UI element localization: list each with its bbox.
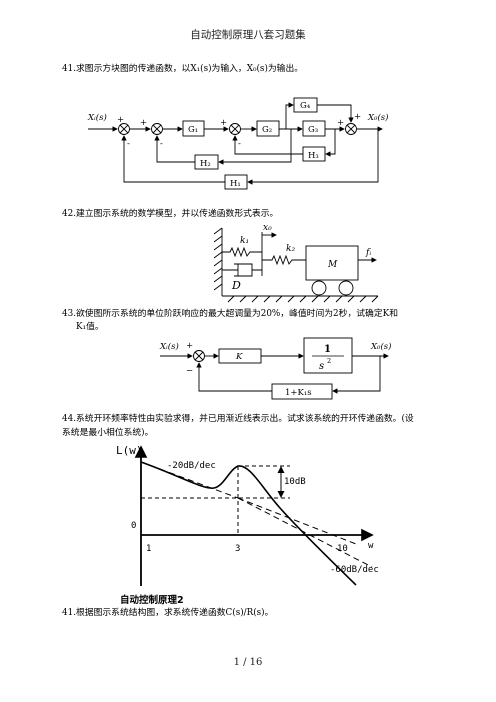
label-g4: G₄: [300, 101, 311, 111]
bode-peak: 10dB: [284, 477, 306, 487]
label-gain-k: K: [235, 352, 243, 362]
label-g2: G₂: [262, 125, 272, 135]
summing-junction-2: [151, 123, 163, 135]
mass-block: [305, 245, 359, 281]
label-x0: x₀: [263, 223, 272, 233]
plant-denominator: s: [319, 361, 324, 372]
sign-minus-2: -: [160, 139, 163, 149]
damper-d: [222, 263, 262, 277]
question-43-line2: K₁值。: [76, 322, 104, 332]
block-g3: [302, 120, 326, 137]
bode-slope1: -20dB/dec: [167, 461, 216, 471]
label-h3: H₃: [308, 151, 319, 161]
wheel-right: [338, 280, 354, 296]
diagram3-input-label: Xᵢ(s): [159, 341, 179, 352]
sign-plus-1: +: [117, 115, 124, 125]
tick-0: 0: [131, 521, 136, 531]
block-feedback: [271, 383, 333, 400]
diagram1-input-label: Xᵢ(s): [87, 112, 107, 123]
label-g3: G₃: [308, 125, 318, 135]
label-k1: k₁: [240, 236, 249, 246]
wheel-left: [311, 280, 327, 296]
question-42: 42.建立图示系统的数学模型，并以传递函数形式表示。: [62, 209, 279, 219]
sign-plus-5: +: [354, 112, 361, 122]
label-g1: G₁: [188, 125, 198, 135]
summing-junction-1: [118, 123, 130, 135]
label-damper: D: [231, 279, 241, 292]
asymptote-minus60: [237, 497, 373, 568]
spring-k2: [262, 254, 306, 266]
sign-plus-2: +: [140, 118, 147, 128]
question-41a: 41.求图示方块图的传递函数，以X₁(s)为输入，X₀(s)为输出。: [62, 64, 304, 74]
question-44-line1: 44.系统开环频率特性由实验求得，并已用渐近线表示出。试求该系统的开环传递函数。…: [62, 414, 414, 424]
tick-1: 1: [146, 544, 151, 554]
label-force: fᵢ: [365, 248, 371, 258]
sign-plus-3: +: [220, 118, 227, 128]
bode-ylabel: L(w): [116, 444, 143, 457]
bode-slope2: -60dB/dec: [330, 565, 379, 575]
summing-junction-4: [345, 123, 357, 135]
sign-plus: +: [186, 341, 193, 351]
label-k2: k₂: [286, 244, 295, 254]
label-feedback: 1+K₁s: [285, 388, 312, 398]
diagram1-output-label: X₀(s): [367, 112, 388, 123]
sign-minus-3: -: [238, 139, 241, 149]
plant-exponent: 2: [327, 357, 331, 365]
section-title: 自动控制原理2: [120, 595, 184, 606]
tick-3: 3: [235, 544, 240, 554]
summing-junction-3: [229, 123, 241, 135]
block-g1: [182, 120, 205, 137]
bode-xlabel: w: [368, 541, 374, 551]
block-g2: [256, 120, 280, 137]
sign-minus-1: -: [127, 139, 130, 149]
question-41b: 41.根据图示系统结构图，求系统传递函数C(s)/R(s)。: [62, 608, 274, 618]
summing-junction: [193, 350, 205, 362]
diagram3-output-label: X₀(s): [370, 341, 391, 352]
asymptote-low-freq: [140, 461, 239, 499]
sign-plus-4: +: [337, 118, 344, 128]
page-number: 1 / 16: [233, 657, 263, 668]
tick-10: 10: [337, 544, 348, 554]
sign-minus: −: [186, 366, 193, 376]
block-plant: [303, 337, 353, 374]
magnitude-curve: [140, 461, 357, 586]
asymptote-minus20: [237, 497, 357, 545]
page-header: 自动控制原理八套习题集: [190, 29, 306, 41]
question-43-line1: 43.欲使图所示系统的单位阶跃响应的最大超调量为20%，峰值时间为2秒，试确定K…: [62, 309, 399, 319]
question-44-line2: 系统是最小相位系统)。: [62, 428, 154, 438]
spring-k1: [222, 246, 262, 258]
plant-numerator: 1: [324, 344, 331, 355]
label-mass: M: [327, 260, 338, 270]
label-h2: H₂: [200, 159, 211, 169]
label-h1: H₁: [230, 179, 241, 189]
